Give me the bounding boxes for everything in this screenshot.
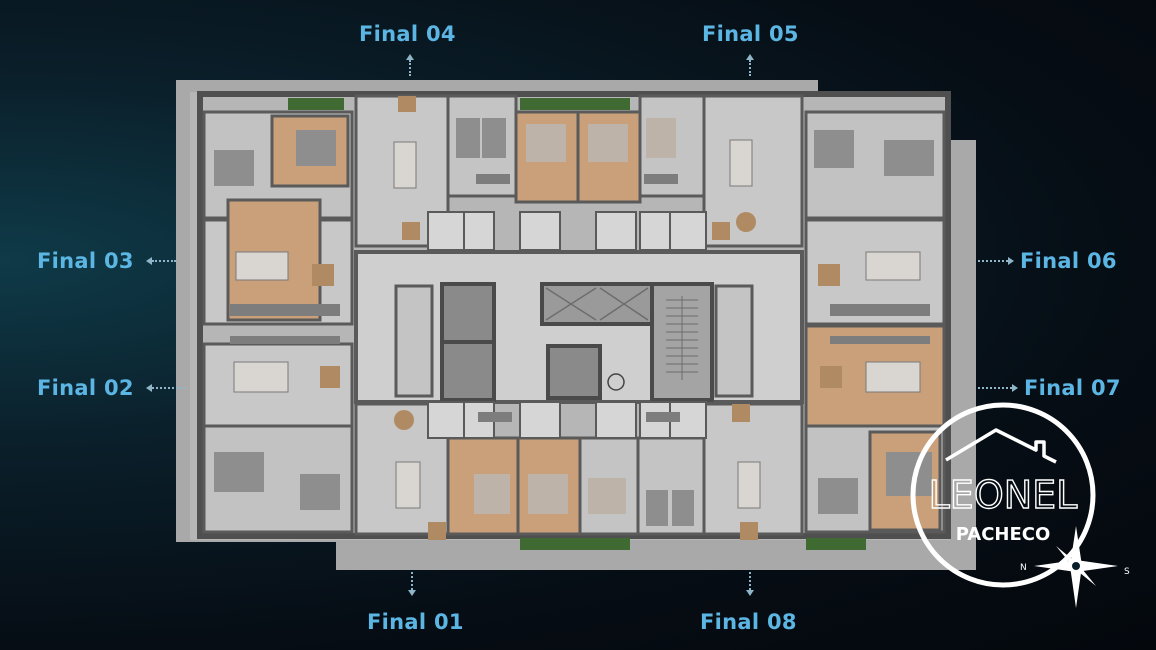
arrow-line-final-05: [749, 60, 753, 76]
bathrooms-top: [427, 211, 707, 251]
arrow-down-final-08: [746, 590, 754, 596]
compass-s-label: S: [1124, 567, 1130, 577]
arrow-right-final-07: [1012, 384, 1018, 392]
house-roof-icon: [945, 428, 1057, 464]
label-final-02: Final 02: [37, 376, 134, 400]
shafts-left: [394, 284, 434, 398]
arrow-line-final-01: [411, 572, 415, 590]
compass-icon: N S: [1020, 526, 1130, 608]
logo-ring: [910, 402, 1096, 588]
arrow-line-final-02: [152, 387, 186, 391]
label-final-08: Final 08: [700, 610, 797, 634]
arrow-line-final-06: [978, 260, 1008, 264]
logo-text-leonel: LEONEL: [929, 473, 1078, 517]
sofas: [233, 139, 921, 509]
arrow-up-final-04: [406, 54, 414, 60]
label-final-01: Final 01: [367, 610, 464, 634]
arrow-down-final-01: [408, 590, 416, 596]
brand-logo: LEONEL PACHECO N S: [910, 402, 1130, 608]
label-final-04: Final 04: [359, 22, 456, 46]
kitchens: [230, 174, 930, 422]
accessibility-marker: [607, 373, 625, 391]
arrow-up-final-05: [746, 54, 754, 60]
arrow-line-final-03: [152, 260, 176, 264]
arrow-left-final-03: [146, 257, 152, 265]
label-final-07: Final 07: [1024, 376, 1121, 400]
label-final-03: Final 03: [37, 249, 134, 273]
planter-bottom-center: [520, 538, 630, 550]
planter-bottom-right: [806, 538, 866, 550]
label-final-05: Final 05: [702, 22, 799, 46]
compass-n-label: N: [1020, 563, 1027, 573]
shafts-right: [714, 284, 754, 398]
arrow-right-final-06: [1008, 257, 1014, 265]
planter-top-center: [520, 98, 630, 110]
logo-text-pacheco: PACHECO: [956, 524, 1051, 545]
arrow-line-final-04: [409, 60, 413, 76]
arrow-left-final-02: [146, 384, 152, 392]
elevator-core-lower: [546, 344, 602, 400]
elevator-core-center: [540, 282, 654, 326]
building-outline: [197, 91, 951, 539]
tables: [312, 96, 842, 540]
bathrooms-bottom: [427, 401, 707, 439]
label-final-06: Final 06: [1020, 249, 1117, 273]
arrow-line-final-07: [978, 387, 1012, 391]
planter-top-left: [288, 98, 344, 110]
beds: [214, 118, 934, 526]
arrow-line-final-08: [749, 572, 753, 590]
